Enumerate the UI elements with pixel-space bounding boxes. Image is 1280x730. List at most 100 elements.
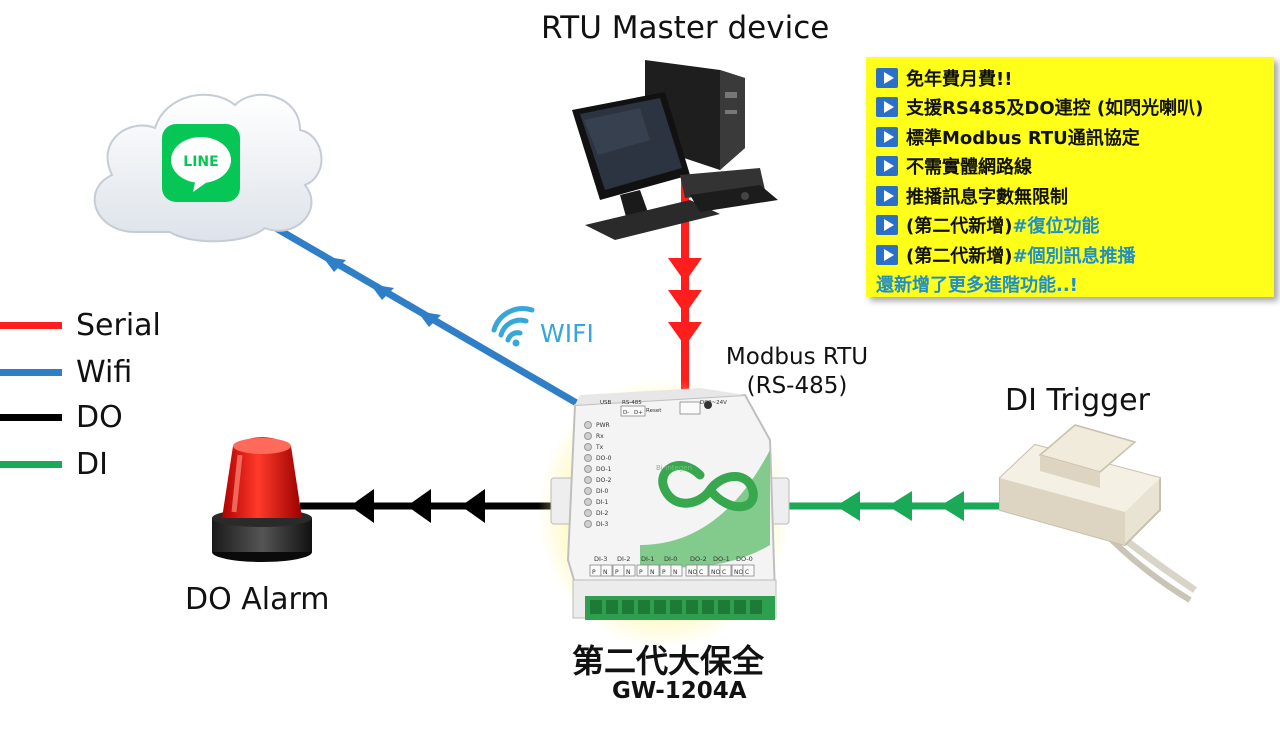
- feature-footer: 還新增了更多進階功能..!: [876, 275, 1078, 296]
- status-led-icon: [584, 432, 592, 440]
- line-app-icon: LINE: [162, 124, 240, 202]
- feature-text: 免年費月費!!: [906, 68, 1013, 90]
- led-label: DO-2: [596, 477, 612, 484]
- status-led-icon: [584, 421, 592, 429]
- product-model: GW-1204A: [612, 678, 747, 704]
- device-top-label: Reset: [646, 408, 662, 414]
- feature-item: (第二代新增) #復位功能: [876, 211, 1274, 241]
- terminal-pin: [742, 564, 755, 577]
- gateway-device: [538, 378, 790, 648]
- legend-item-di: DI: [0, 444, 108, 484]
- device-top-label: USB: [600, 400, 612, 406]
- terminal-pin-label: NO: [711, 569, 720, 576]
- feature-text: 推播訊息字數無限制: [906, 186, 1068, 208]
- feature-text: (第二代新增): [906, 245, 1013, 267]
- legend-label-di: DI: [76, 446, 108, 482]
- play-icon: [876, 185, 898, 206]
- legend-swatch-di: [0, 460, 62, 468]
- play-icon: [876, 215, 898, 236]
- legend-swatch-serial: [0, 321, 62, 329]
- line-app-label: LINE: [183, 154, 218, 170]
- terminal-group-label: DO-1: [713, 555, 730, 563]
- wifi-icon: [491, 306, 535, 347]
- device-top-label: DC9~24V: [700, 400, 727, 406]
- terminal-pin-label: NO: [688, 569, 697, 576]
- terminal-pin: [623, 564, 636, 577]
- play-icon: [876, 156, 898, 177]
- status-led-icon: [584, 487, 592, 495]
- feature-text: 標準Modbus RTU通訊協定: [906, 127, 1140, 149]
- rs485-pin-label: D-: [623, 410, 629, 416]
- led-label: DI-1: [596, 499, 609, 506]
- terminal-pin: [647, 564, 660, 577]
- feature-highlight: #個別訊息推播: [1012, 245, 1136, 267]
- led-label: Tx: [595, 444, 604, 451]
- product-name: 第二代大保全: [572, 642, 765, 680]
- led-label: DI-3: [596, 521, 609, 528]
- play-icon: [876, 67, 898, 88]
- magnetic-sensor-icon: [999, 424, 1197, 603]
- feature-highlight: #復位功能: [1012, 216, 1100, 238]
- led-label: DO-0: [596, 455, 612, 462]
- terminal-pin-label: N: [673, 569, 678, 576]
- feature-item: 不需實體網路線: [876, 152, 1274, 182]
- modbus-label: Modbus RTU (RS-485): [712, 343, 882, 401]
- terminal-group-label: DI-3: [594, 555, 607, 563]
- terminal-pin: [600, 564, 613, 577]
- brand-label: Bi-Integen: [656, 464, 692, 472]
- terminal-pin-label: C: [745, 569, 749, 576]
- status-led-icon: [584, 509, 592, 517]
- feature-item: 推播訊息字數無限制: [876, 181, 1274, 211]
- legend-label-serial: Serial: [76, 307, 161, 343]
- modbus-label-line1: Modbus RTU: [725, 344, 869, 370]
- terminal-group-label: DO-2: [690, 555, 707, 563]
- terminal-pin: [670, 564, 683, 577]
- status-led-icon: [584, 443, 592, 451]
- terminal-pin-label: C: [722, 569, 726, 576]
- terminal-pin-label: N: [650, 569, 655, 576]
- led-label: DI-2: [596, 510, 609, 517]
- computer-icon: [572, 60, 778, 240]
- alarm-lamp-icon: [212, 437, 312, 562]
- terminal-group-label: DI-0: [664, 555, 677, 563]
- terminal-pin-label: P: [592, 569, 596, 576]
- do-alarm-label: DO Alarm: [185, 582, 330, 617]
- feature-list-box: 免年費月費!! 支援RS485及DO連控 (如閃光喇叭) 標準Modbus RT…: [866, 57, 1274, 297]
- feature-text: 不需實體網路線: [906, 157, 1032, 179]
- feature-text: (第二代新增): [906, 216, 1013, 238]
- play-icon: [876, 244, 898, 265]
- terminal-pin-label: P: [639, 569, 643, 576]
- rs485-pin-label: D+: [634, 410, 643, 416]
- modbus-label-line2: (RS-485): [746, 373, 848, 399]
- play-icon: [876, 97, 898, 118]
- legend-swatch-do: [0, 413, 62, 421]
- do-connection: [300, 489, 565, 523]
- legend-label-wifi: Wifi: [76, 354, 133, 390]
- terminal-pin-label: N: [626, 569, 631, 576]
- terminal-group-label: DI-2: [617, 555, 630, 563]
- rtu-master-title: RTU Master device: [541, 10, 830, 46]
- terminal-pin: [719, 564, 732, 577]
- legend-item-do: DO: [0, 397, 123, 437]
- feature-item: 免年費月費!!: [876, 63, 1274, 93]
- power-jack-icon: [704, 401, 712, 409]
- terminal-pin-label: P: [662, 569, 666, 576]
- led-label: PWR: [596, 422, 610, 429]
- feature-item: 標準Modbus RTU通訊協定: [876, 122, 1274, 152]
- status-led-icon: [584, 498, 592, 506]
- terminal-pin-label: P: [615, 569, 619, 576]
- di-connection: [785, 491, 1030, 521]
- status-led-icon: [584, 465, 592, 473]
- rs485-port: [620, 405, 646, 417]
- wifi-connection: [260, 216, 582, 409]
- led-label: Rx: [596, 433, 604, 440]
- feature-item: 支援RS485及DO連控 (如閃光喇叭): [876, 93, 1274, 123]
- terminal-pin-label: C: [699, 569, 703, 576]
- feature-item: (第二代新增) #個別訊息推播: [876, 240, 1274, 270]
- terminal-pin-label: N: [603, 569, 608, 576]
- terminal-group-label: DO-0: [736, 555, 753, 563]
- terminal-pin-label: NO: [734, 569, 743, 576]
